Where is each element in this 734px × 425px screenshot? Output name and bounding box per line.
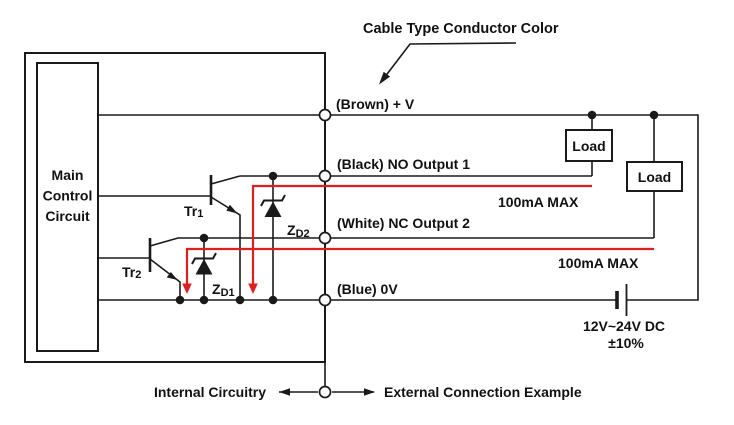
cable-annotation-leader (380, 42, 517, 83)
terminal-white (318, 231, 332, 245)
junction-dot (175, 295, 185, 305)
main-control-circuit-box (36, 62, 99, 352)
current-path-output2 (185, 247, 654, 287)
tr2-emitter (149, 258, 181, 300)
load1: Load (565, 129, 613, 162)
brown-wire-label: (Brown) + V (336, 96, 415, 112)
zd2-label-sub: D2 (296, 228, 310, 240)
zd1-label-main: Z (212, 281, 221, 297)
load1-label: Load (572, 138, 605, 154)
tr1-label-sub: 1 (197, 208, 203, 220)
white-wire-label: (White) NC Output 2 (337, 215, 470, 231)
tr1-emitter (210, 196, 241, 300)
internal-circuitry-label: Internal Circuitry (154, 384, 266, 400)
transistor-tr1: Tr1 (98, 175, 241, 300)
tr2-collector (149, 237, 179, 247)
load1-box (565, 129, 613, 162)
cable-annotation-label: Cable Type Conductor Color (363, 21, 559, 37)
zd2-cathode-bar (260, 194, 286, 207)
cable-annotation: Cable Type Conductor Color (363, 21, 559, 85)
zd1-label: ZD1 (212, 281, 235, 299)
current-path-output1 (251, 184, 592, 287)
output2-rating-label: 100mA MAX (558, 255, 639, 271)
zd2-label-main: Z (287, 222, 296, 238)
footer: Internal Circuitry External Connection E… (154, 384, 582, 400)
terminal-black (318, 169, 332, 183)
current-arrow-output2-icon (182, 283, 192, 294)
zd2-triangle (264, 201, 282, 217)
sensor-boundary-box (24, 52, 326, 363)
zd1-cathode-bar (191, 252, 217, 265)
tr1-emitter-arrow-icon (226, 204, 238, 214)
supply-voltage-label: 12V~24V DC (583, 318, 665, 334)
zd1-label-sub: D1 (221, 287, 235, 299)
junction-dot (199, 295, 209, 305)
zd2-label: ZD2 (287, 222, 310, 240)
zener-diode-zd2: ZD2 (260, 176, 310, 300)
transistor-tr2: Tr2 (98, 237, 181, 300)
terminal-footer (318, 385, 332, 399)
junction-dot (268, 295, 278, 305)
tr1-label: Tr1 (184, 203, 203, 220)
external-connection-label: External Connection Example (384, 384, 582, 400)
junction-dot (649, 110, 659, 120)
tr2-label: Tr2 (122, 264, 141, 281)
junction-dot (235, 295, 245, 305)
zd1-triangle (195, 259, 213, 275)
junction-dot (587, 110, 597, 120)
blue-wire-label: (Blue) 0V (337, 281, 398, 297)
main-control-circuit-label: Main (52, 167, 84, 183)
current-arrow-output1-icon (248, 283, 258, 294)
tr1-collector (210, 175, 241, 185)
tr2-label-main: Tr (122, 264, 136, 280)
cable-annotation-arrow-icon (379, 71, 391, 85)
load2-box (626, 161, 683, 192)
junction-dot (199, 233, 209, 243)
terminal-brown (318, 108, 332, 122)
terminal-blue (318, 293, 332, 307)
left-arrow-icon (279, 388, 290, 396)
right-arrow-icon (364, 388, 375, 396)
main-control-circuit-label: Control (43, 188, 93, 204)
battery-symbol: 12V~24V DC ±10% (583, 284, 665, 351)
main-control-circuit-label: Circuit (45, 208, 90, 224)
zener-diode-zd1: ZD1 (191, 238, 235, 300)
load2-label: Load (638, 169, 671, 185)
brown-wire (98, 114, 699, 301)
output1-rating-label: 100mA MAX (498, 194, 579, 210)
junction-dot (268, 171, 278, 181)
load2: Load (626, 161, 683, 192)
tr2-emitter-arrow-icon (166, 272, 178, 280)
tr2-label-sub: 2 (135, 269, 141, 281)
supply-tolerance-label: ±10% (608, 335, 644, 351)
black-wire-label: (Black) NO Output 1 (337, 156, 470, 172)
tr1-label-main: Tr (184, 203, 198, 219)
